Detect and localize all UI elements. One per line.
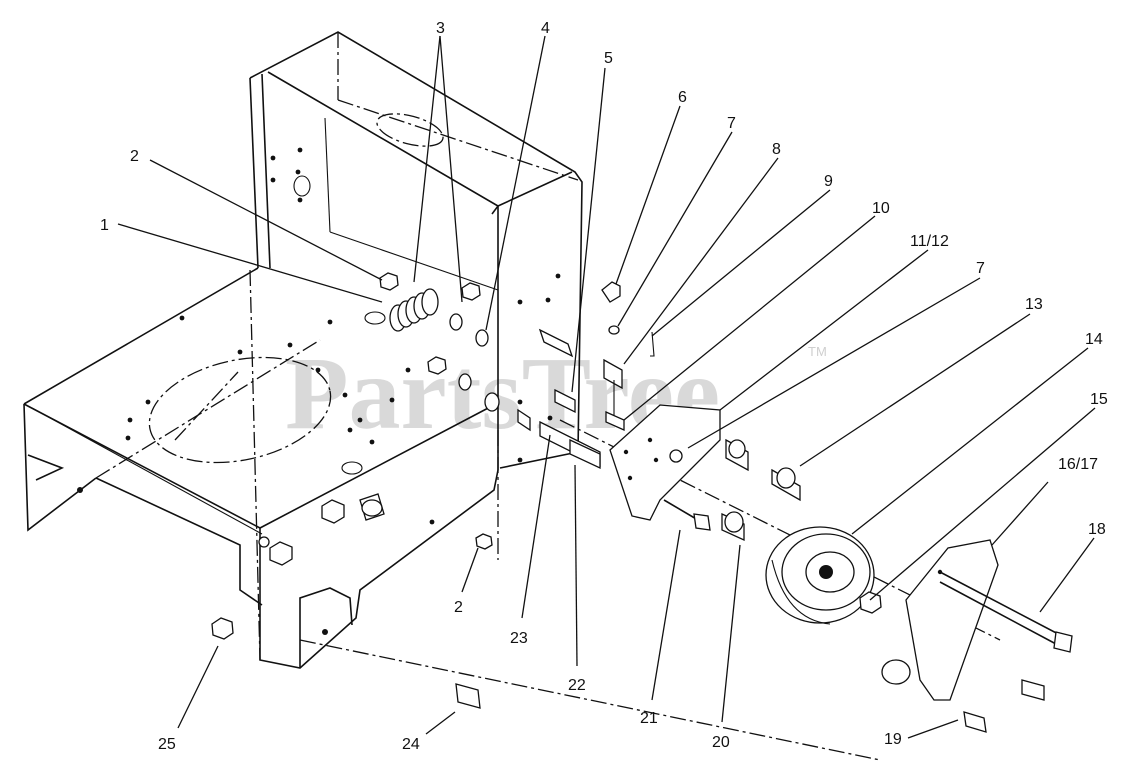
callout-16-17: 16/17 bbox=[1058, 456, 1098, 473]
callout-15: 15 bbox=[1090, 391, 1108, 408]
callout-14: 14 bbox=[1085, 331, 1103, 348]
callout-19: 19 bbox=[884, 731, 902, 748]
callout-2: 2 bbox=[130, 148, 139, 165]
callout-22: 22 bbox=[568, 677, 586, 694]
extension-spring bbox=[364, 288, 439, 332]
callout-5: 5 bbox=[604, 50, 613, 67]
callout-1: 1 bbox=[100, 217, 109, 234]
callout-9: 9 bbox=[824, 173, 833, 190]
callout-20: 20 bbox=[712, 734, 730, 751]
callout-7-upper: 7 bbox=[727, 115, 736, 132]
pulley bbox=[765, 526, 875, 625]
hardware-parts bbox=[211, 272, 1073, 733]
callout-labels: 1 2 3 4 5 6 7 8 9 10 11/12 7 13 14 15 16… bbox=[100, 20, 1108, 753]
callout-21: 21 bbox=[640, 710, 658, 727]
callout-25: 25 bbox=[158, 736, 176, 753]
callout-23: 23 bbox=[510, 630, 528, 647]
leader-lines bbox=[117, 35, 1096, 739]
callout-4: 4 bbox=[541, 20, 550, 37]
callout-8: 8 bbox=[772, 141, 781, 158]
callout-3: 3 bbox=[436, 20, 445, 37]
callout-13: 13 bbox=[1025, 296, 1043, 313]
callout-10: 10 bbox=[872, 200, 890, 217]
watermark-trademark: TM bbox=[808, 344, 827, 359]
callout-2-lower: 2 bbox=[454, 599, 463, 616]
callout-24: 24 bbox=[402, 736, 420, 753]
callout-18: 18 bbox=[1088, 521, 1106, 538]
callout-7-lower: 7 bbox=[976, 260, 985, 277]
callout-11-12: 11/12 bbox=[910, 233, 949, 250]
callout-6: 6 bbox=[678, 89, 687, 106]
